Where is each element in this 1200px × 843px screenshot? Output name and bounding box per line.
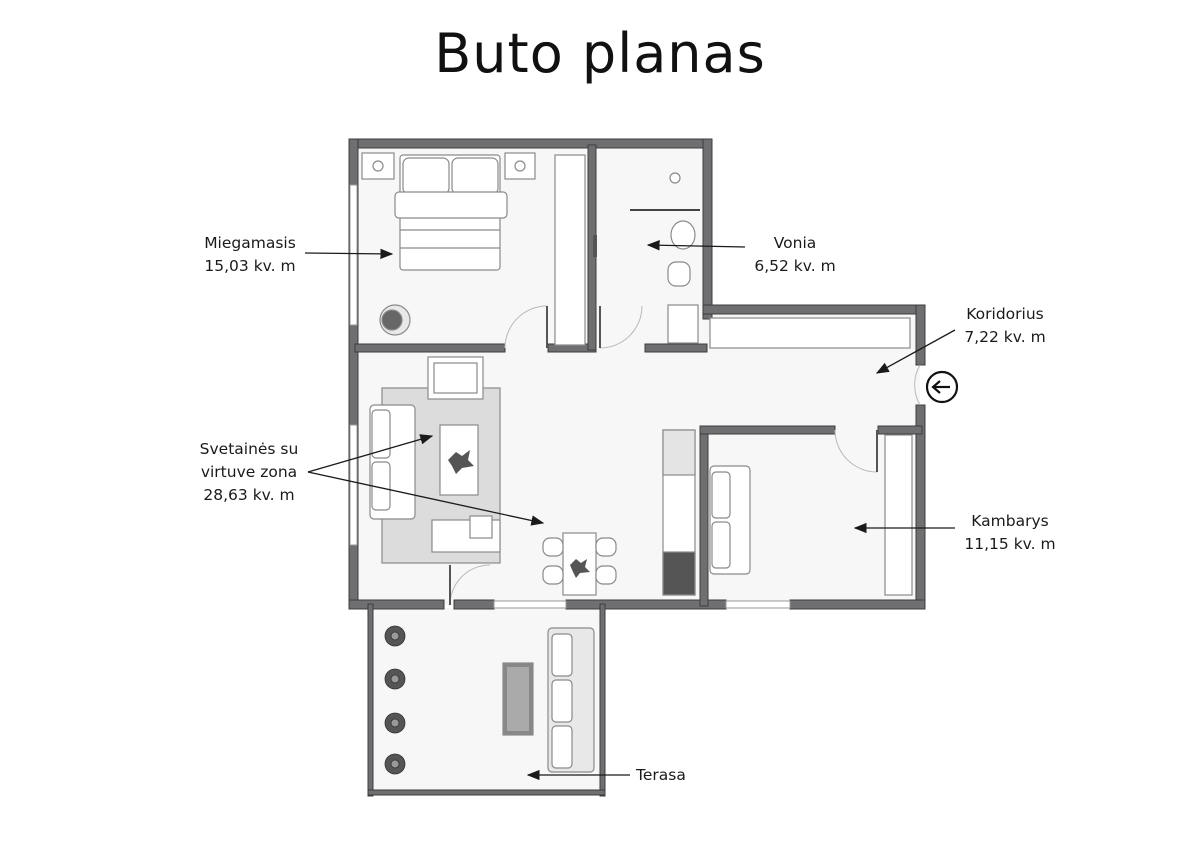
- entrance-arrow-icon: [925, 370, 959, 404]
- bathroom-fixtures: [593, 172, 700, 344]
- doors: [449, 305, 921, 606]
- bedroom-furniture: [361, 152, 536, 336]
- page-title: Buto planas: [434, 22, 766, 85]
- leader-lines: [304, 240, 956, 781]
- room-area: 6,52 kv. m: [754, 257, 836, 275]
- leader-vonia: [646, 240, 746, 251]
- leader-koridorius: [875, 329, 956, 374]
- windows: [349, 184, 791, 609]
- room-name: Terasa: [636, 766, 686, 784]
- leader-svetaine-2: [307, 471, 545, 526]
- leader-svetaine-1: [307, 434, 434, 473]
- label-svetaine: Svetainės su virtuve zona 28,63 kv. m: [180, 438, 318, 507]
- room-name-line2: virtuve zona: [200, 463, 298, 481]
- wardrobes: [554, 154, 913, 596]
- kambarys-furniture: [709, 465, 751, 575]
- room-name: Kambarys: [971, 512, 1049, 530]
- label-vonia: Vonia 6,52 kv. m: [740, 232, 850, 278]
- room-name: Koridorius: [966, 305, 1044, 323]
- room-area: 15,03 kv. m: [204, 257, 296, 275]
- room-name: Vonia: [773, 234, 817, 252]
- terrace-furniture: [502, 627, 595, 773]
- kitchen-furniture: [542, 429, 696, 596]
- leader-miegamasis: [304, 248, 394, 260]
- living-room-furniture: [369, 356, 501, 564]
- label-miegamasis: Miegamasis 15,03 kv. m: [188, 232, 312, 278]
- label-koridorius: Koridorius 7,22 kv. m: [950, 303, 1060, 349]
- room-area: 28,63 kv. m: [203, 486, 295, 504]
- walls: [348, 138, 926, 797]
- room-name-line1: Svetainės su: [199, 440, 299, 458]
- label-kambarys: Kambarys 11,15 kv. m: [950, 510, 1070, 556]
- potted-plant-icon: [384, 625, 406, 775]
- room-area: 11,15 kv. m: [964, 535, 1056, 553]
- room-area: 7,22 kv. m: [964, 328, 1046, 346]
- label-terasa: Terasa: [636, 764, 716, 787]
- room-name: Miegamasis: [204, 234, 296, 252]
